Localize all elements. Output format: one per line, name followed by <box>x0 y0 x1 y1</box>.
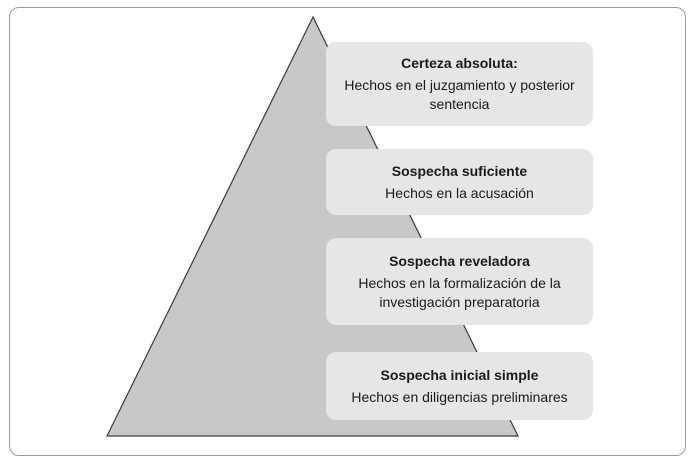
level-description: Hechos en la acusación <box>385 184 534 201</box>
level-sospecha-suficiente: Sospecha suficiente Hechos en la acusaci… <box>326 149 593 215</box>
level-title: Sospecha reveladora <box>389 252 530 269</box>
level-certeza-absoluta: Certeza absoluta: Hechos en el juzgamien… <box>326 42 593 126</box>
level-description: Hechos en diligencias preliminares <box>351 388 568 405</box>
level-description: Hechos en la formalización de la investi… <box>358 274 561 310</box>
level-title: Certeza absoluta: <box>401 55 518 71</box>
pyramid-triangle <box>106 15 519 437</box>
level-title: Sospecha inicial simple <box>380 366 539 383</box>
level-title: Sospecha suficiente <box>391 162 528 179</box>
level-sospecha-reveladora: Sospecha reveladora Hechos en la formali… <box>326 238 593 325</box>
level-sospecha-inicial-simple: Sospecha inicial simple Hechos en dilige… <box>326 352 593 420</box>
level-description: Hechos en el juzgamiento y posterior sen… <box>344 77 575 112</box>
